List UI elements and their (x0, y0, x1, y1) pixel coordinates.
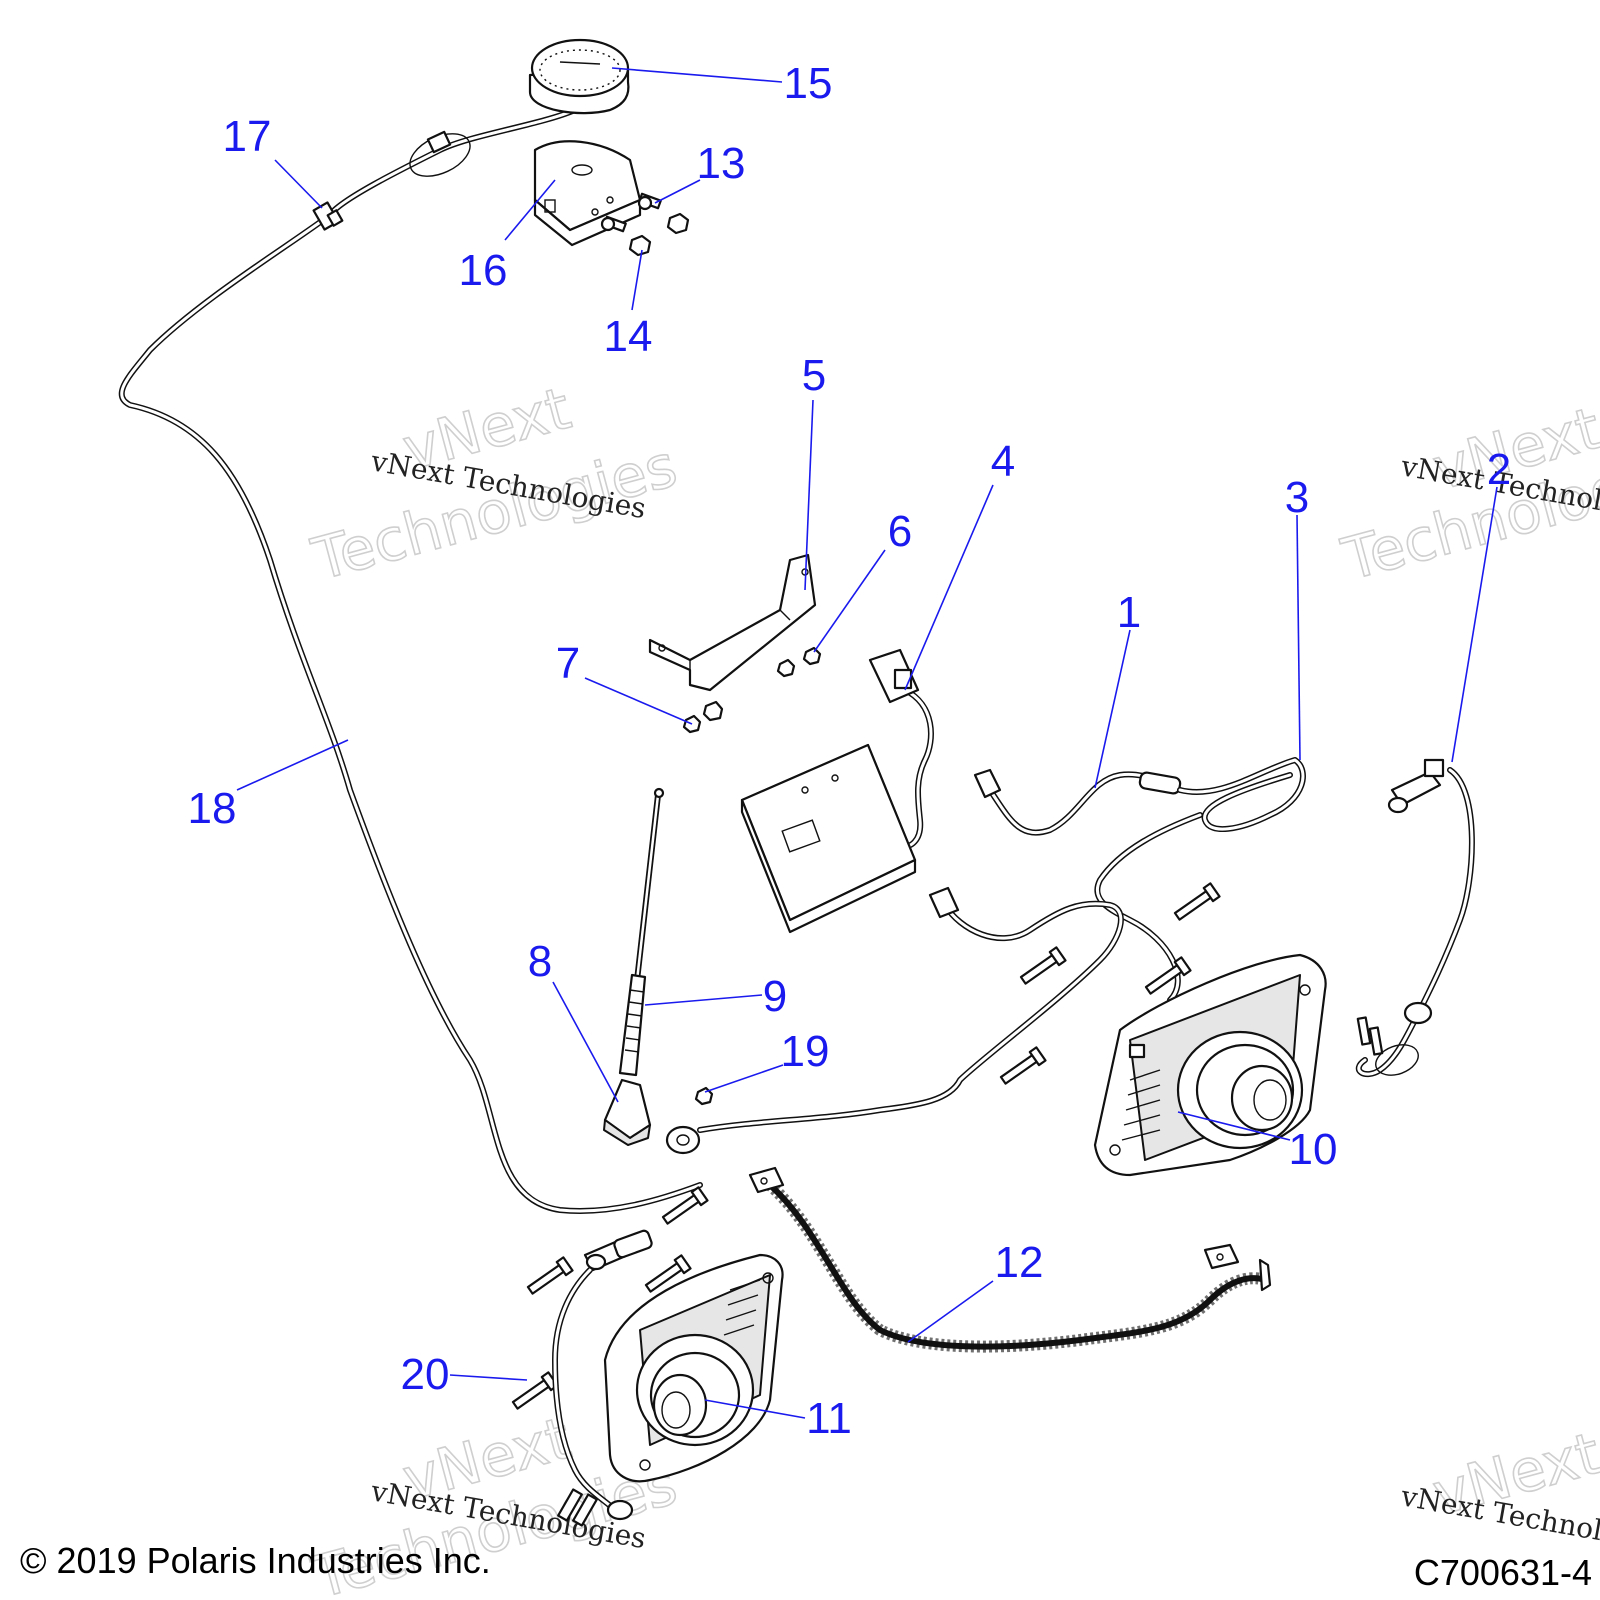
callout-12: 12 (995, 1238, 1044, 1287)
part-code: C700631-4 (1414, 1552, 1592, 1593)
part-11-speaker-left (603, 1253, 784, 1483)
callout-7: 7 (556, 639, 580, 688)
callout-16: 16 (459, 246, 508, 295)
watermark-top-right: vNext Technologies vNext Technologies (1334, 393, 1600, 594)
ring-terminal (665, 1125, 701, 1155)
part-2-speaker-harness (1355, 758, 1475, 1078)
part-18-antenna-cable (118, 107, 703, 1214)
callout-17: 17 (223, 112, 272, 161)
callout-2: 2 (1487, 445, 1511, 494)
part-19-nut (694, 1086, 714, 1106)
part-15-gps-antenna (528, 38, 630, 115)
part-16-antenna-mount (533, 140, 642, 247)
callout-9: 9 (763, 972, 787, 1021)
watermark-bottom-right: vNext vNext Technologies (1398, 1418, 1600, 1560)
watermark-top-left: vNext Technologies vNext Technologies (304, 373, 684, 594)
callout-13: 13 (697, 139, 746, 188)
callout-10: 10 (1289, 1125, 1338, 1174)
callout-8: 8 (528, 937, 552, 986)
part-13-screws (600, 192, 662, 233)
part-12-ground-strap (748, 1166, 1272, 1353)
callout-11: 11 (806, 1394, 852, 1443)
part-7-nuts (682, 700, 724, 734)
part-10-speaker-right (1093, 953, 1327, 1177)
callout-1: 1 (1117, 588, 1141, 637)
callout-19: 19 (781, 1027, 830, 1076)
copyright-text: © 2019 Polaris Industries Inc. (20, 1540, 491, 1581)
callout-18: 18 (188, 784, 237, 833)
callout-20: 20 (401, 1350, 450, 1399)
speaker-harness (697, 886, 1124, 1133)
part-1-harness (973, 768, 1183, 836)
callout-3: 3 (1285, 473, 1309, 522)
left-speaker-harness (552, 1229, 653, 1527)
callout-4: 4 (991, 437, 1015, 486)
callout-14: 14 (604, 312, 653, 361)
part-4-radio-module (740, 648, 934, 934)
part-14-nuts (628, 212, 690, 257)
callout-numbers: 1 2 3 4 5 6 7 8 9 10 11 12 13 14 15 16 1… (188, 59, 1512, 1443)
part-6-nuts (776, 646, 822, 678)
callout-15: 15 (784, 59, 833, 108)
callout-6: 6 (888, 507, 912, 556)
leader-lines (236, 67, 1498, 1419)
callout-5: 5 (802, 351, 826, 400)
part-8-antenna-base (603, 1078, 652, 1146)
speaker-screws (526, 882, 1221, 1295)
part-9-whip-antenna (618, 787, 665, 1077)
